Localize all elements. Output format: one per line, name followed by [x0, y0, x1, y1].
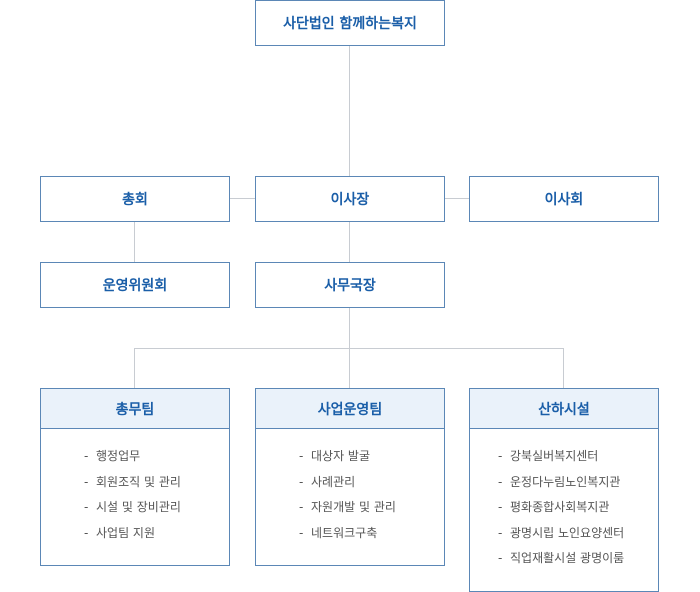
general-assembly-box: 총회: [40, 176, 230, 222]
steering-committee-label: 운영위원회: [102, 278, 168, 294]
list-item-text: 사업팀 지원: [96, 525, 156, 540]
list-item-text: 평화종합사회복지관: [510, 500, 610, 514]
list-item: -사업팀 지원: [84, 521, 229, 547]
team-title: 총무팀: [41, 389, 229, 429]
chairman-box: 이사장: [255, 176, 445, 222]
list-item: -광명시립 노인요양센터: [498, 521, 658, 547]
list-item-text: 광명시립 노인요양센터: [510, 525, 625, 540]
team-title: 사업운영팀: [256, 389, 444, 429]
list-item-text: 행정업무: [96, 449, 141, 463]
bullet-dash: -: [84, 525, 89, 540]
list-item: -사례관리: [299, 470, 444, 496]
secretary-general-label: 사무국장: [324, 278, 376, 294]
connector-chairman-board: [444, 198, 470, 199]
bullet-dash: -: [498, 474, 503, 489]
list-item-text: 회원조직 및 관리: [96, 474, 181, 489]
general-assembly-label: 총회: [122, 192, 148, 208]
chairman-label: 이사장: [330, 192, 370, 208]
bullet-dash: -: [498, 551, 503, 565]
list-item: -행정업무: [84, 444, 229, 470]
list-item-text: 사례관리: [311, 474, 356, 489]
list-item: -네트워크구축: [299, 521, 444, 547]
secretary-general-box: 사무국장: [255, 262, 445, 308]
team-title: 산하시설: [470, 389, 658, 429]
bullet-dash: -: [299, 449, 304, 463]
list-item: -회원조직 및 관리: [84, 470, 229, 496]
connector-team-3: [563, 348, 564, 388]
bullet-dash: -: [84, 449, 89, 463]
bullet-dash: -: [299, 500, 304, 514]
org-top-box: 사단법인 함께하는복지: [255, 0, 445, 46]
team-box-affiliated-facilities: 산하시설 -강북실버복지센터 -운정다누림노인복지관 -평화종합사회복지관 -광…: [469, 388, 659, 592]
bullet-dash: -: [299, 525, 304, 540]
list-item: -시설 및 장비관리: [84, 495, 229, 521]
bullet-dash: -: [84, 500, 89, 514]
bullet-dash: -: [299, 474, 304, 489]
bullet-dash: -: [498, 449, 503, 463]
bullet-dash: -: [84, 474, 89, 489]
list-item: -대상자 발굴: [299, 444, 444, 470]
list-item-text: 자원개발 및 관리: [311, 500, 396, 514]
bullet-dash: -: [498, 525, 503, 540]
list-item: -운정다누림노인복지관: [498, 470, 658, 496]
list-item-text: 네트워크구축: [311, 525, 378, 540]
list-item-text: 직업재활시설 광명이룸: [510, 551, 625, 565]
list-item: -평화종합사회복지관: [498, 495, 658, 521]
connector-team-2: [349, 348, 350, 388]
board-box: 이사회: [469, 176, 659, 222]
list-item: -직업재활시설 광명이룸: [498, 546, 658, 572]
board-label: 이사회: [544, 192, 584, 208]
team-box-general-affairs: 총무팀 -행정업무 -회원조직 및 관리 -시설 및 장비관리 -사업팀 지원: [40, 388, 230, 566]
connector-assembly-chairman: [229, 198, 255, 199]
team-task-list: -대상자 발굴 -사례관리 -자원개발 및 관리 -네트워크구축: [256, 429, 444, 546]
list-item: -강북실버복지센터: [498, 444, 658, 470]
team-task-list: -행정업무 -회원조직 및 관리 -시설 및 장비관리 -사업팀 지원: [41, 429, 229, 546]
list-item-text: 강북실버복지센터: [510, 449, 599, 463]
list-item-text: 대상자 발굴: [311, 449, 371, 463]
steering-committee-box: 운영위원회: [40, 262, 230, 308]
bullet-dash: -: [498, 500, 503, 514]
team-task-list: -강북실버복지센터 -운정다누림노인복지관 -평화종합사회복지관 -광명시립 노…: [470, 429, 658, 572]
team-box-operations: 사업운영팀 -대상자 발굴 -사례관리 -자원개발 및 관리 -네트워크구축: [255, 388, 445, 566]
list-item: -자원개발 및 관리: [299, 495, 444, 521]
connector-secretary-down: [349, 307, 350, 348]
list-item-text: 운정다누림노인복지관: [510, 474, 621, 489]
connector-top-to-chairman: [349, 45, 350, 176]
org-top-label: 사단법인 함께하는복지: [283, 16, 417, 32]
connector-assembly-committee: [134, 221, 135, 262]
connector-team-1: [134, 348, 135, 388]
connector-chairman-secretary: [349, 221, 350, 262]
list-item-text: 시설 및 장비관리: [96, 500, 181, 514]
